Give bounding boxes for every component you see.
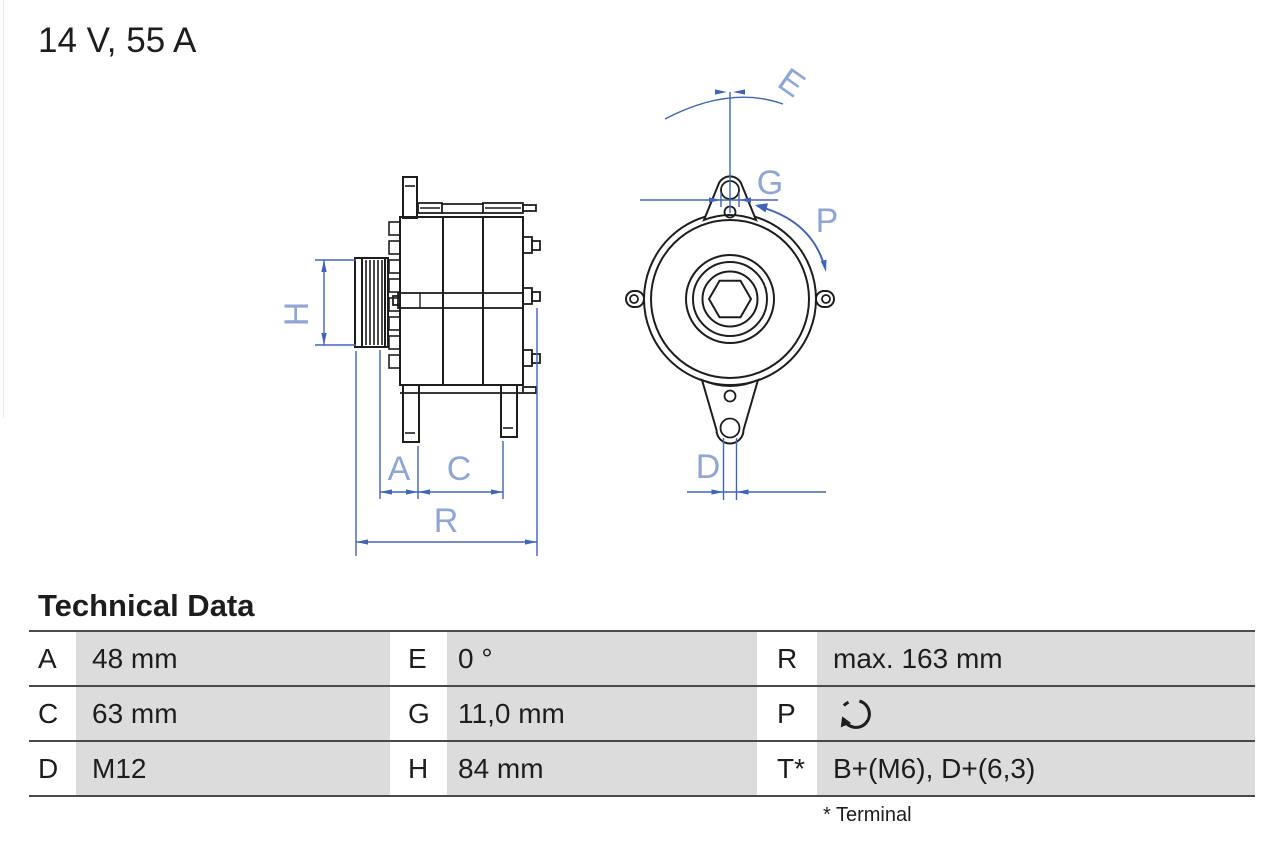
dim-value: 11,0 mm [447, 687, 757, 740]
dimension-d [687, 438, 826, 500]
top-mounting-lug-side [402, 176, 418, 219]
dimension-h [315, 259, 356, 346]
side-view-drawing [354, 176, 541, 443]
label-g: G [757, 164, 783, 202]
dimension-p-rotation-arrow [755, 203, 827, 272]
alternator-body [399, 216, 524, 386]
front-view-drawing [625, 175, 835, 445]
dimension-r [356, 539, 537, 545]
hex-nut [707, 279, 753, 319]
terminal-studs [522, 236, 541, 367]
pulley [354, 257, 389, 348]
dimension-lines [315, 89, 827, 556]
dim-value: max. 163 mm [817, 632, 1255, 685]
image-edge-line [3, 0, 4, 418]
dim-value: B+(M6), D+(6,3) [817, 742, 1255, 795]
label-r: R [434, 502, 459, 540]
label-c: C [447, 450, 472, 488]
label-e: E [771, 61, 811, 105]
dimension-a [380, 489, 418, 495]
dimension-g [640, 193, 778, 207]
dim-key: R [757, 632, 817, 685]
dim-value: M12 [76, 742, 390, 795]
dim-key: H [390, 742, 447, 795]
terminal-footnote: * Terminal [823, 804, 912, 826]
dimension-e [664, 89, 784, 213]
middle-band [392, 292, 524, 309]
product-spec-title: 14 V, 55 A [38, 21, 197, 60]
dim-key: C [29, 687, 76, 740]
table-row: C 63 mm G 11,0 mm P [29, 687, 1255, 742]
technical-data-table: A 48 mm E 0 ° R max. 163 mm C 63 mm G 11… [29, 630, 1255, 797]
dim-key: T* [757, 742, 817, 795]
dim-key: E [390, 632, 447, 685]
bottom-lug-hole-large [719, 417, 741, 439]
boss-inner [692, 261, 768, 337]
mounting-feet [402, 384, 518, 443]
dim-key: A [29, 632, 76, 685]
left-ear-hole [629, 294, 639, 304]
bottom-tie-bolt [400, 386, 537, 394]
rotation-direction-icon [840, 699, 871, 729]
dim-value: 0 ° [447, 632, 757, 685]
rim-circle [650, 219, 810, 379]
technical-data-heading: Technical Data [38, 588, 255, 623]
dim-value: 63 mm [76, 687, 390, 740]
label-a: A [388, 450, 411, 488]
side-ears [625, 290, 835, 308]
label-p: P [816, 202, 839, 240]
bottom-lug-hole-small [723, 389, 737, 403]
top-tie-bolt [417, 202, 537, 214]
dim-value: 84 mm [447, 742, 757, 795]
shaft-bore [701, 270, 759, 328]
label-h: H [278, 302, 316, 327]
dim-key: P [757, 687, 817, 740]
dimension-c [418, 489, 503, 495]
dim-key: D [29, 742, 76, 795]
dim-key: G [390, 687, 447, 740]
bottom-mounting-lug-front [700, 378, 760, 445]
alternator-technical-drawing: H A C R E G P D [278, 61, 839, 556]
right-ear-hole [821, 294, 831, 304]
label-d: D [696, 448, 721, 486]
boss-outer [685, 254, 775, 344]
rotation-direction-cell [817, 687, 1255, 740]
outer-circle [643, 212, 817, 386]
table-row: D M12 H 84 mm T* B+(M6), D+(6,3) [29, 742, 1255, 797]
dim-value: 48 mm [76, 632, 390, 685]
table-row: A 48 mm E 0 ° R max. 163 mm [29, 632, 1255, 687]
extension-lines [355, 308, 538, 556]
